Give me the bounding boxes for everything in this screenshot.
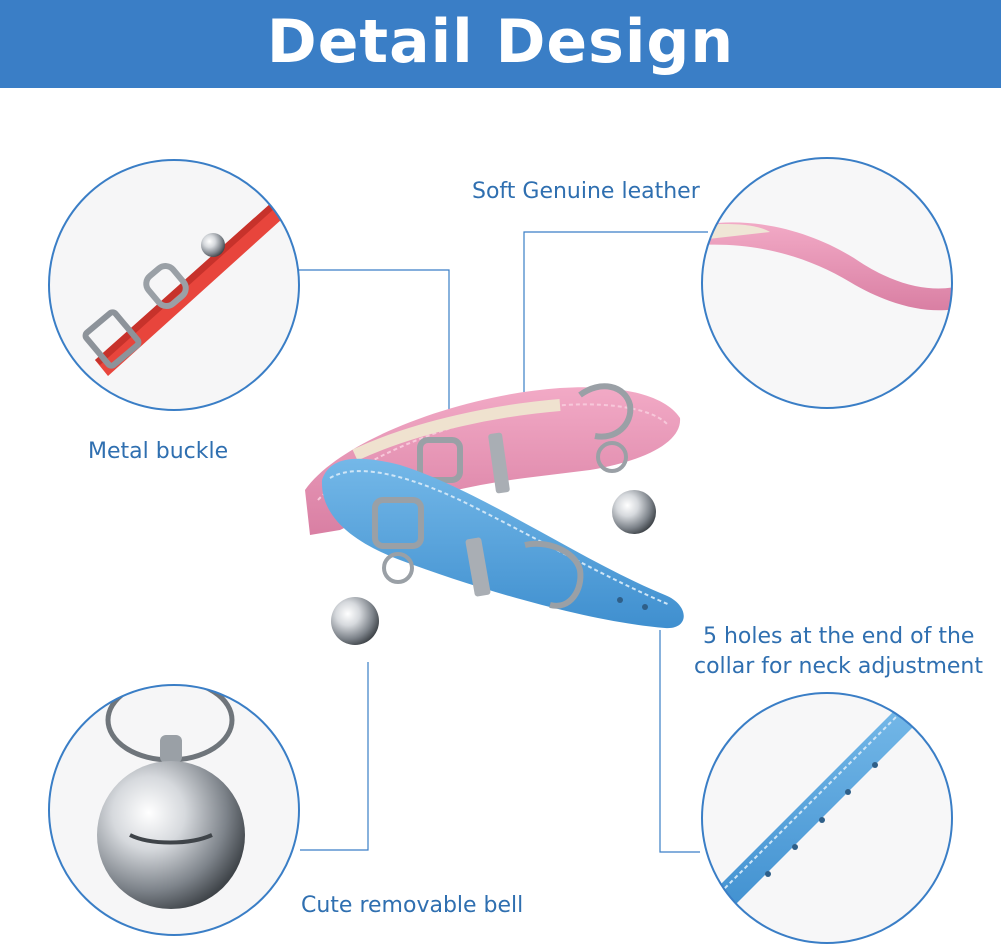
buckle-detail-image [48,159,300,411]
header-banner [0,0,1001,88]
page-title: Detail Design [266,7,735,77]
bell-detail-image [48,684,300,936]
feature-label-holes-line1: 5 holes at the end of the [703,624,975,649]
collars-product-image [305,383,684,645]
feature-label-holes-line2: collar for neck adjustment [694,654,983,679]
connector-lines [297,231,708,853]
holes-detail-image [701,692,953,944]
feature-label-buckle: Metal buckle [88,439,229,464]
feature-label-bell: Cute removable bell [301,893,524,918]
leather-detail-image [701,157,953,409]
feature-label-leather: Soft Genuine leather [472,179,700,204]
